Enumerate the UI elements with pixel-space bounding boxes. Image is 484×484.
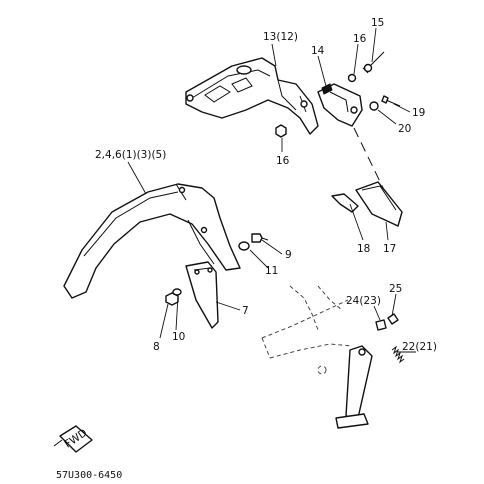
clip-25 xyxy=(387,313,399,325)
label-15: 15 xyxy=(371,17,384,29)
label-17: 17 xyxy=(383,243,396,255)
label-7: 7 xyxy=(242,305,249,317)
label-24-23: 24(23) xyxy=(346,295,381,307)
label-14: 14 xyxy=(311,45,325,57)
label-2-4-6: 2,4,6(1)(3)(5) xyxy=(95,149,166,161)
sidestand xyxy=(335,345,373,429)
washer-10 xyxy=(172,288,182,296)
license-bracket xyxy=(317,83,363,127)
label-25: 25 xyxy=(389,283,402,295)
collar-20 xyxy=(369,101,379,111)
label-16-upper: 16 xyxy=(353,33,367,45)
bolt-19 xyxy=(381,95,401,107)
nut-16-lower xyxy=(275,124,287,138)
label-8: 8 xyxy=(153,341,160,353)
bolt-24 xyxy=(375,319,387,331)
fork-guard-7 xyxy=(185,261,219,329)
label-10: 10 xyxy=(172,331,185,343)
part-labels: 13(12) 15 16 14 16 19 20 2,4,6(1)(3)(5) … xyxy=(95,17,437,353)
frame-outline xyxy=(261,285,353,375)
label-20: 20 xyxy=(398,123,411,135)
washer-16-upper xyxy=(347,73,357,83)
label-11: 11 xyxy=(265,265,278,277)
collar-11 xyxy=(238,241,250,251)
front-fender xyxy=(63,183,241,299)
spring-22 xyxy=(391,345,405,364)
bracket-18 xyxy=(331,193,359,213)
leader-lines xyxy=(127,27,416,353)
label-16-lower: 16 xyxy=(276,155,290,167)
fwd-badge: FWD xyxy=(53,425,93,453)
bolt-15 xyxy=(362,51,385,74)
label-9: 9 xyxy=(285,249,292,261)
bolt-9 xyxy=(251,233,269,243)
label-13-12: 13(12) xyxy=(263,31,298,43)
rear-fender xyxy=(185,57,319,135)
label-22-21: 22(21) xyxy=(402,341,437,353)
alignment-line xyxy=(353,127,387,195)
diagram-code: 57U300-6450 xyxy=(56,470,122,481)
label-19: 19 xyxy=(412,107,425,119)
plate-17 xyxy=(355,181,403,227)
label-18: 18 xyxy=(357,243,370,255)
